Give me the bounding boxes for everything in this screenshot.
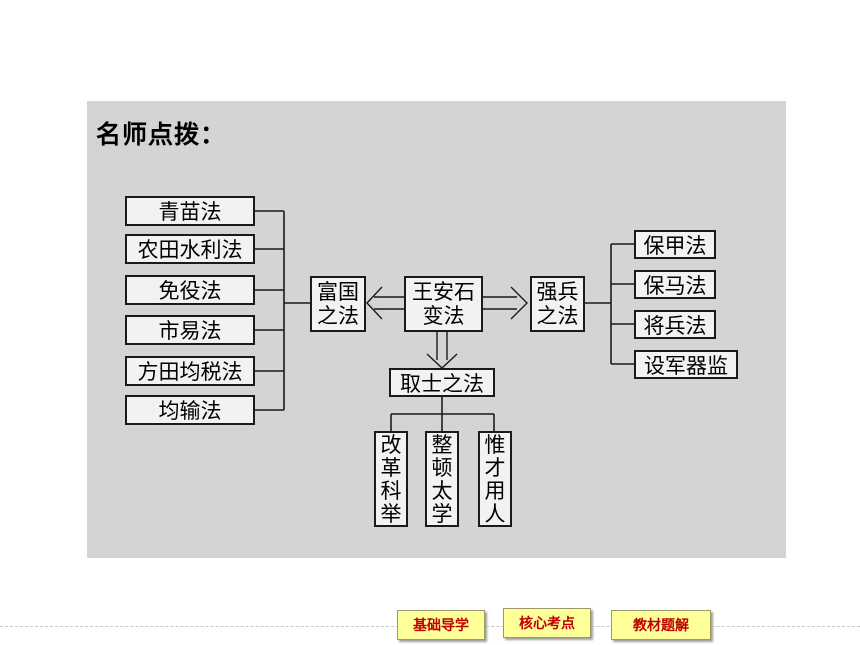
bottom-item-yongren: 惟才用人	[478, 431, 512, 527]
left-item-mianyi: 免役法	[125, 275, 255, 305]
right-item-baojia: 保甲法	[634, 230, 716, 259]
bottom-item-taixue: 整顿太学	[425, 431, 459, 527]
left-item-shiyi: 市易法	[125, 315, 255, 345]
left-item-qingmiao: 青苗法	[125, 196, 255, 226]
center-node: 王安石变法	[404, 276, 483, 332]
section-heading: 名师点拨：	[96, 120, 227, 149]
right-item-jiangbing: 将兵法	[634, 310, 716, 339]
left-item-junshu: 均输法	[125, 395, 255, 425]
left-item-nongtian: 农田水利法	[125, 234, 255, 264]
right-item-junqijian: 设军器监	[634, 350, 738, 379]
nav-textbook-button[interactable]: 教材题解	[611, 610, 711, 640]
bottom-item-keju: 改革科举	[374, 431, 408, 527]
left-group-fuguo: 富国之法	[310, 276, 366, 332]
nav-core-button[interactable]: 核心考点	[503, 608, 591, 638]
right-item-baoma: 保马法	[634, 270, 716, 299]
right-group-qiangbing: 强兵之法	[530, 276, 585, 332]
nav-basics-button[interactable]: 基础导学	[397, 610, 485, 640]
bottom-group-qushi: 取士之法	[389, 368, 495, 397]
left-item-fangtian: 方田均税法	[125, 356, 255, 386]
